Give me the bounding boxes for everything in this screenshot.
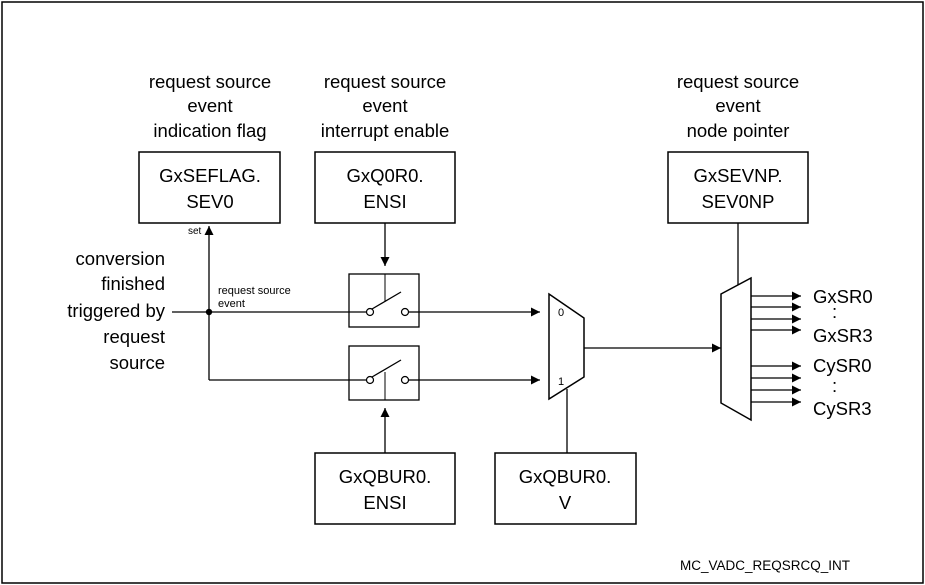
svg-text:GxQBUR0.: GxQBUR0. [519,466,612,487]
junction-dot [205,308,213,316]
select-multiplexer: 0 1 [548,292,585,401]
switch-ensi-q0r0 [348,273,420,328]
svg-text:interrupt enable: interrupt enable [321,120,450,141]
svg-text:finished: finished [101,273,165,294]
svg-text:1: 1 [558,376,564,388]
mux-wiring [566,223,739,453]
svg-text:GxSEVNP.: GxSEVNP. [693,165,782,186]
box-gxsevnp-sev0np: GxSEVNP. SEV0NP [667,151,809,224]
figure-id: MC_VADC_REQSRCQ_INT [680,558,850,573]
svg-text:CySR0: CySR0 [813,355,872,376]
svg-text:request source: request source [677,71,799,92]
svg-text::: : [832,375,837,396]
svg-text:request source: request source [324,71,446,92]
set-label: set [188,226,202,237]
svg-text:0: 0 [558,307,564,319]
box-gxqbur0-v: GxQBUR0. V [494,452,637,525]
svg-text:indication flag: indication flag [153,120,266,141]
event-label-line2: event [218,298,245,310]
svg-text:event: event [362,95,407,116]
svg-text:GxQBUR0.: GxQBUR0. [339,466,432,487]
flag-caption: request source event indication flag [149,71,271,141]
svg-text:source: source [109,352,165,373]
svg-text:GxSEFLAG.: GxSEFLAG. [159,165,261,186]
box-gxseflag-sev0: GxSEFLAG. SEV0 [138,151,281,224]
box-gxq0r0-ensi: GxQ0R0. ENSI [314,151,456,224]
svg-text:GxQ0R0.: GxQ0R0. [346,165,423,186]
output-arrows [751,291,801,407]
svg-text:triggered by: triggered by [67,300,165,321]
svg-text:event: event [187,95,232,116]
box-gxqbur0-ensi: GxQBUR0. ENSI [314,452,456,525]
svg-text:GxSR0: GxSR0 [813,286,873,307]
output-labels: GxSR0 : GxSR3 CySR0 : CySR3 [813,286,873,419]
svg-text:ENSI: ENSI [363,492,406,513]
svg-text:request source: request source [149,71,271,92]
input-caption: conversion finished triggered by request… [67,248,165,373]
svg-text:conversion: conversion [76,248,165,269]
svg-text:ENSI: ENSI [363,191,406,212]
svg-text:event: event [715,95,760,116]
svg-text:request: request [103,326,165,347]
enable-caption: request source event interrupt enable [321,71,450,141]
svg-text:node pointer: node pointer [687,120,790,141]
svg-text:SEV0NP: SEV0NP [701,191,774,212]
svg-text:SEV0: SEV0 [186,191,233,212]
event-label-line1: request source [218,285,291,297]
svg-text::: : [832,301,837,322]
svg-text:GxSR3: GxSR3 [813,325,873,346]
nodeptr-caption: request source event node pointer [677,71,799,141]
svg-text:CySR3: CySR3 [813,398,872,419]
svg-text:V: V [559,492,572,513]
node-demultiplexer [720,276,752,422]
switch-ensi-qbur0 [348,345,420,401]
